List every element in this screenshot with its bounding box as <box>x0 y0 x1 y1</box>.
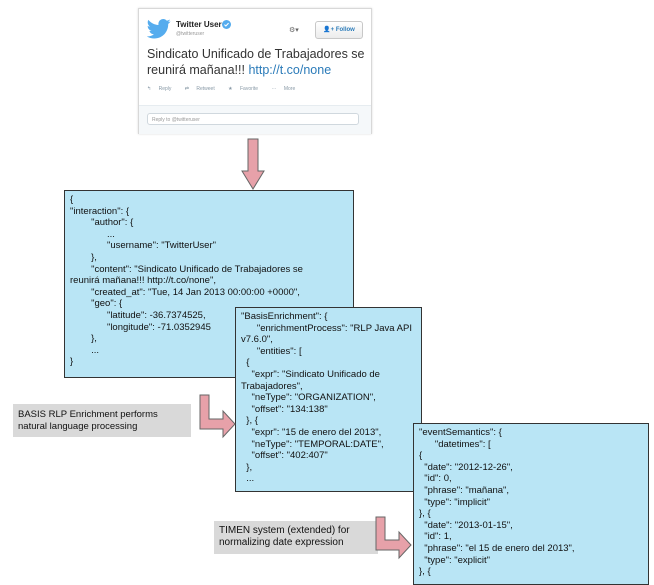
code-line: }, { <box>419 566 431 578</box>
reply-icon: ↰ <box>147 86 153 92</box>
code-line: "type": "explicit" <box>419 554 491 566</box>
reply-action[interactable]: ↰ Reply <box>147 86 177 92</box>
arrow-down <box>241 138 265 190</box>
gear-icon[interactable]: ⚙▾ <box>289 27 299 34</box>
code-line: "id": 1, <box>419 531 452 543</box>
code-line: "offset": "134:138" <box>241 403 328 415</box>
code-line: { <box>70 194 74 205</box>
tweet-actions: ↰ Reply ⇄ Retweet ★ Favorite ··· More <box>147 86 307 92</box>
reply-input[interactable]: Reply to @twitteruser <box>147 113 359 125</box>
more-icon: ··· <box>271 86 278 92</box>
code-line: "content": "Sindicato Unificado de Traba… <box>70 263 303 275</box>
favorite-label: Favorite <box>239 86 259 92</box>
retweet-action[interactable]: ⇄ Retweet <box>185 86 221 92</box>
star-icon: ★ <box>228 86 234 92</box>
code-line: reunirá mañana!!! http://t.co/none", <box>70 275 216 287</box>
caption-timen-line-2: normalizing date expression <box>219 537 344 548</box>
code-line: ... <box>241 473 255 485</box>
code-line: } <box>70 356 74 368</box>
verified-badge-icon <box>222 20 231 29</box>
code-line: "expr": "Sindicato Unificado de <box>241 368 380 380</box>
caption-basis-line-2: natural language processing <box>18 421 138 432</box>
code-line: "type": "implicit" <box>419 496 491 508</box>
code-line: "neType": "TEMPORAL:DATE", <box>241 438 384 450</box>
code-line: "date": "2012-12-26", <box>419 461 513 473</box>
code-line: Trabajadores", <box>241 380 303 392</box>
follow-label: Follow <box>335 27 355 33</box>
code-line: }, { <box>419 508 431 520</box>
more-action[interactable]: ··· More <box>271 86 301 92</box>
code-line: "longitude": -71.0352945 <box>70 321 211 333</box>
code-line: "interaction": { <box>70 205 130 217</box>
tweet-text-main: Sindicato Unificado de Trabajadores se r… <box>147 47 365 77</box>
code-line: "geo": { <box>70 298 123 310</box>
caption-basis-line-1: BASIS RLP Enrichment performs <box>18 409 158 420</box>
caption-timen-line-1: TIMEN system (extended) for <box>219 525 350 536</box>
code-line: "phrase": "el 15 de enero del 2013", <box>419 542 575 554</box>
code-line: ... <box>70 228 115 240</box>
code-line: "offset": "402:407" <box>241 450 328 462</box>
tweet-user-name[interactable]: Twitter User <box>176 20 222 29</box>
code-line: "BasisEnrichment": { <box>241 311 328 322</box>
caption-basis-rlp: BASIS RLP Enrichment performs natural la… <box>13 404 191 437</box>
code-line: { <box>419 450 423 462</box>
event-semantics-json-box: "eventSemantics": { "datetimes": [{ "dat… <box>413 423 649 585</box>
code-line: "phrase": "mañana", <box>419 484 510 496</box>
more-label: More <box>283 86 296 92</box>
tweet-handle: @twitteruser <box>176 31 205 37</box>
code-line: "date": "2013-01-15", <box>419 519 513 531</box>
tweet-card: Twitter User @twitteruser ⚙▾ 👤+ Follow S… <box>138 8 372 134</box>
code-line: "author": { <box>70 217 134 229</box>
code-line: }, <box>70 251 97 263</box>
code-line: "expr": "15 de enero del 2013", <box>241 426 382 438</box>
code-line: "id": 0, <box>419 473 452 485</box>
code-line: "username": "TwitterUser" <box>70 240 216 252</box>
code-line: }, <box>241 461 253 473</box>
code-line: "neType": "ORGANIZATION", <box>241 392 376 404</box>
code-line: "eventSemantics": { <box>419 427 502 438</box>
tweet-link[interactable]: http://t.co/none <box>248 63 332 77</box>
code-line: { <box>241 357 250 369</box>
code-line: ... <box>419 577 433 585</box>
follow-button[interactable]: 👤+ Follow <box>315 21 363 39</box>
code-line: }, <box>70 333 97 345</box>
code-line: "latitude": -36.7374525, <box>70 309 206 321</box>
twitter-bird-icon <box>147 19 171 39</box>
bent-arrow-right <box>375 516 412 560</box>
retweet-icon: ⇄ <box>184 86 191 92</box>
favorite-action[interactable]: ★ Favorite <box>228 86 264 92</box>
code-line: ... <box>70 344 100 356</box>
caption-timen: TIMEN system (extended) for normalizing … <box>214 521 378 554</box>
code-line: }, { <box>241 415 258 427</box>
tweet-text: Sindicato Unificado de Trabajadores se r… <box>147 46 367 78</box>
code-line: "datetimes": [ <box>419 438 491 450</box>
bent-arrow-right <box>199 394 236 439</box>
retweet-label: Retweet <box>196 86 215 92</box>
add-user-icon: 👤+ <box>323 27 335 33</box>
reply-label: Reply <box>158 86 172 92</box>
basis-enrichment-json-box: "BasisEnrichment": { "enrichmentProcess"… <box>235 307 422 492</box>
code-line: "entities": [ <box>241 345 302 357</box>
code-line: v7.6.0", <box>241 334 273 346</box>
code-line: "created_at": "Tue, 14 Jan 2013 00:00:00… <box>70 286 300 298</box>
code-line: "enrichmentProcess": "RLP Java API <box>241 322 412 334</box>
